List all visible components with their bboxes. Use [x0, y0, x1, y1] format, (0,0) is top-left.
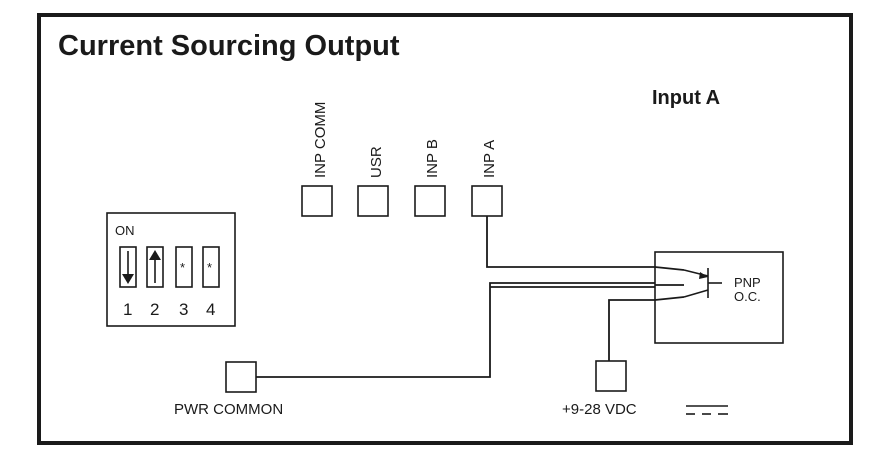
wire-supply	[608, 299, 655, 361]
dip-switch-2	[146, 246, 164, 288]
dip-on-label: ON	[115, 223, 135, 238]
pwr-common-label: PWR COMMON	[174, 401, 283, 418]
terminal-inp-b	[414, 185, 446, 217]
diagram-frame	[37, 13, 853, 445]
terminal-usr	[357, 185, 389, 217]
terminal-label-usr: USR	[368, 146, 385, 178]
dip-switch-1	[119, 246, 137, 288]
dip-state-4: *	[207, 260, 212, 275]
up-arrowhead-icon	[149, 250, 161, 260]
dip-position-4: 4	[206, 300, 215, 319]
diagram-title: Current Sourcing Output	[58, 30, 400, 62]
terminal-label-inp-comm: INP COMM	[312, 102, 329, 178]
wire-supply-lead	[654, 296, 685, 301]
terminal-pwr-common	[225, 361, 257, 393]
terminal-label-inp-a: INP A	[481, 140, 498, 178]
terminal-inp-comm	[301, 185, 333, 217]
terminal-label-inp-b: INP B	[424, 139, 441, 178]
dip-position-2: 2	[150, 300, 159, 319]
dip-switch-3	[175, 246, 193, 288]
supply-label: +9-28 VDC	[562, 401, 637, 418]
dip-switch: ON * * 1 2 3 4	[106, 212, 236, 327]
terminal-inp-a	[471, 185, 503, 217]
wire-inp-a-lead	[654, 266, 685, 271]
wire-inp-a	[486, 216, 655, 268]
dc-symbol-icon	[686, 405, 728, 415]
dip-position-1: 1	[123, 300, 132, 319]
device-output-label: O.C.	[734, 289, 761, 304]
dip-state-3: *	[180, 260, 185, 275]
dip-switch-4	[202, 246, 220, 288]
dip-position-3: 3	[179, 300, 188, 319]
down-arrowhead-icon	[122, 274, 134, 284]
pnp-transistor-icon	[683, 268, 722, 298]
wire-pwr-common	[255, 282, 655, 378]
input-label: Input A	[652, 87, 720, 109]
device-type-label: PNP	[734, 275, 761, 290]
terminal-supply	[595, 360, 627, 392]
